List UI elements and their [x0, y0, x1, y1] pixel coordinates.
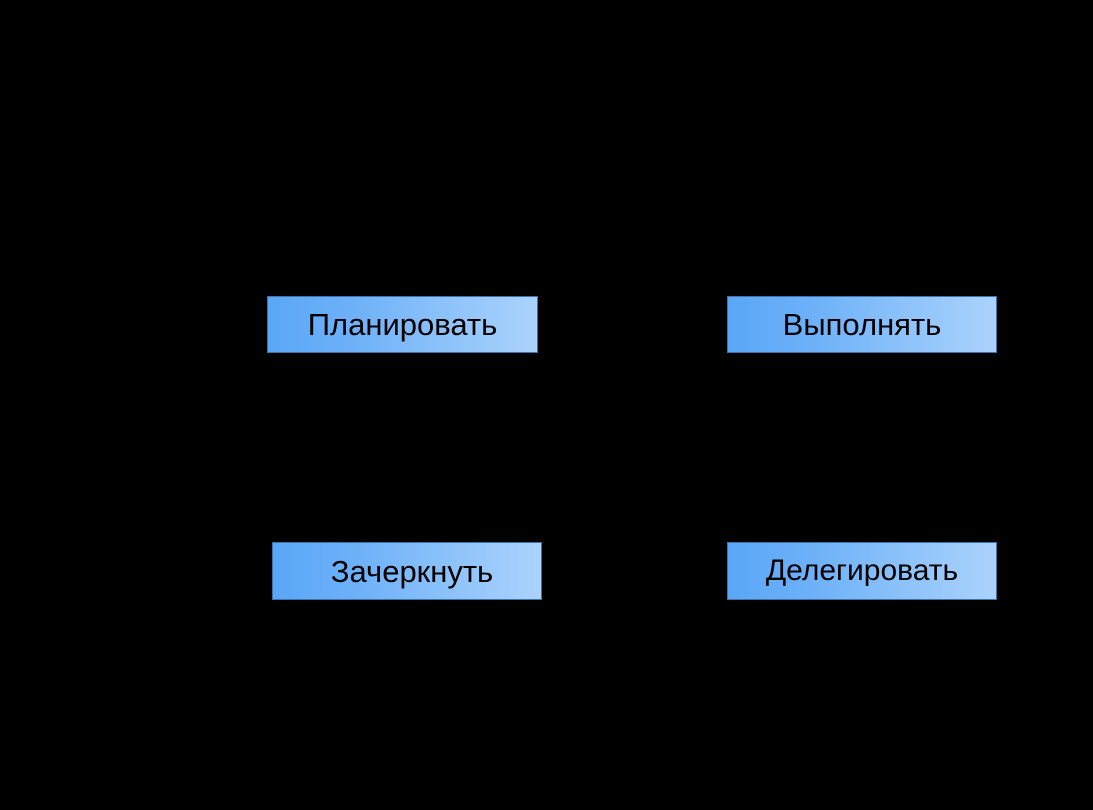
action-box-delegate[interactable]: Делегировать — [727, 542, 997, 600]
action-box-do[interactable]: Выполнять — [727, 296, 997, 353]
action-box-delegate-label: Делегировать — [765, 554, 959, 587]
action-box-plan[interactable]: Планировать — [267, 296, 538, 353]
action-box-do-label: Выполнять — [782, 307, 942, 342]
action-box-plan-label: Планировать — [307, 307, 498, 342]
action-box-delete[interactable]: Зачеркнуть — [272, 542, 542, 600]
action-box-delete-label: Зачеркнуть — [330, 553, 494, 589]
